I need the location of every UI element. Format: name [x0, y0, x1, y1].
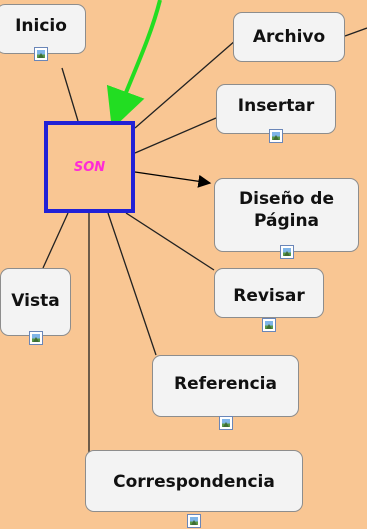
node-correspondencia-label: Correspondencia: [113, 472, 275, 492]
node-inicio[interactable]: Inicio: [0, 4, 86, 61]
image-icon: [28, 331, 43, 345]
image-icon: [187, 514, 201, 528]
image-icon: [262, 318, 276, 332]
link-archivo-right: [344, 27, 367, 37]
node-archivo[interactable]: Archivo: [233, 12, 345, 62]
link-referencia: [107, 212, 157, 356]
link-archivo: [134, 39, 237, 129]
node-referencia-label: Referencia: [174, 374, 277, 394]
central-node[interactable]: SON: [44, 121, 135, 213]
node-inicio-label: Inicio: [15, 16, 67, 36]
node-referencia[interactable]: Referencia: [152, 355, 299, 430]
link-inicio: [61, 67, 79, 122]
node-revisar-label: Revisar: [233, 286, 305, 306]
central-node-label: SON: [73, 159, 106, 175]
node-archivo-label: Archivo: [252, 27, 326, 47]
node-correspondencia[interactable]: Correspondencia: [85, 450, 303, 528]
node-vista[interactable]: Vista: [0, 268, 71, 345]
node-vista-label: Vista: [11, 291, 60, 311]
image-icon: [279, 245, 294, 259]
node-diseno[interactable]: Diseño de Página: [214, 178, 359, 259]
node-insertar-label: Insertar: [237, 96, 315, 116]
link-diseno: [134, 171, 212, 188]
image-icon: [269, 129, 283, 143]
pointer-arrow: [106, 0, 162, 130]
node-diseno-label: Diseño de Página: [239, 189, 334, 231]
node-revisar[interactable]: Revisar: [214, 268, 324, 332]
node-insertar[interactable]: Insertar: [216, 84, 336, 143]
link-revisar: [125, 212, 215, 271]
image-icon: [34, 47, 48, 61]
link-insertar: [134, 117, 217, 154]
image-icon: [218, 416, 233, 430]
link-vista: [42, 212, 69, 269]
